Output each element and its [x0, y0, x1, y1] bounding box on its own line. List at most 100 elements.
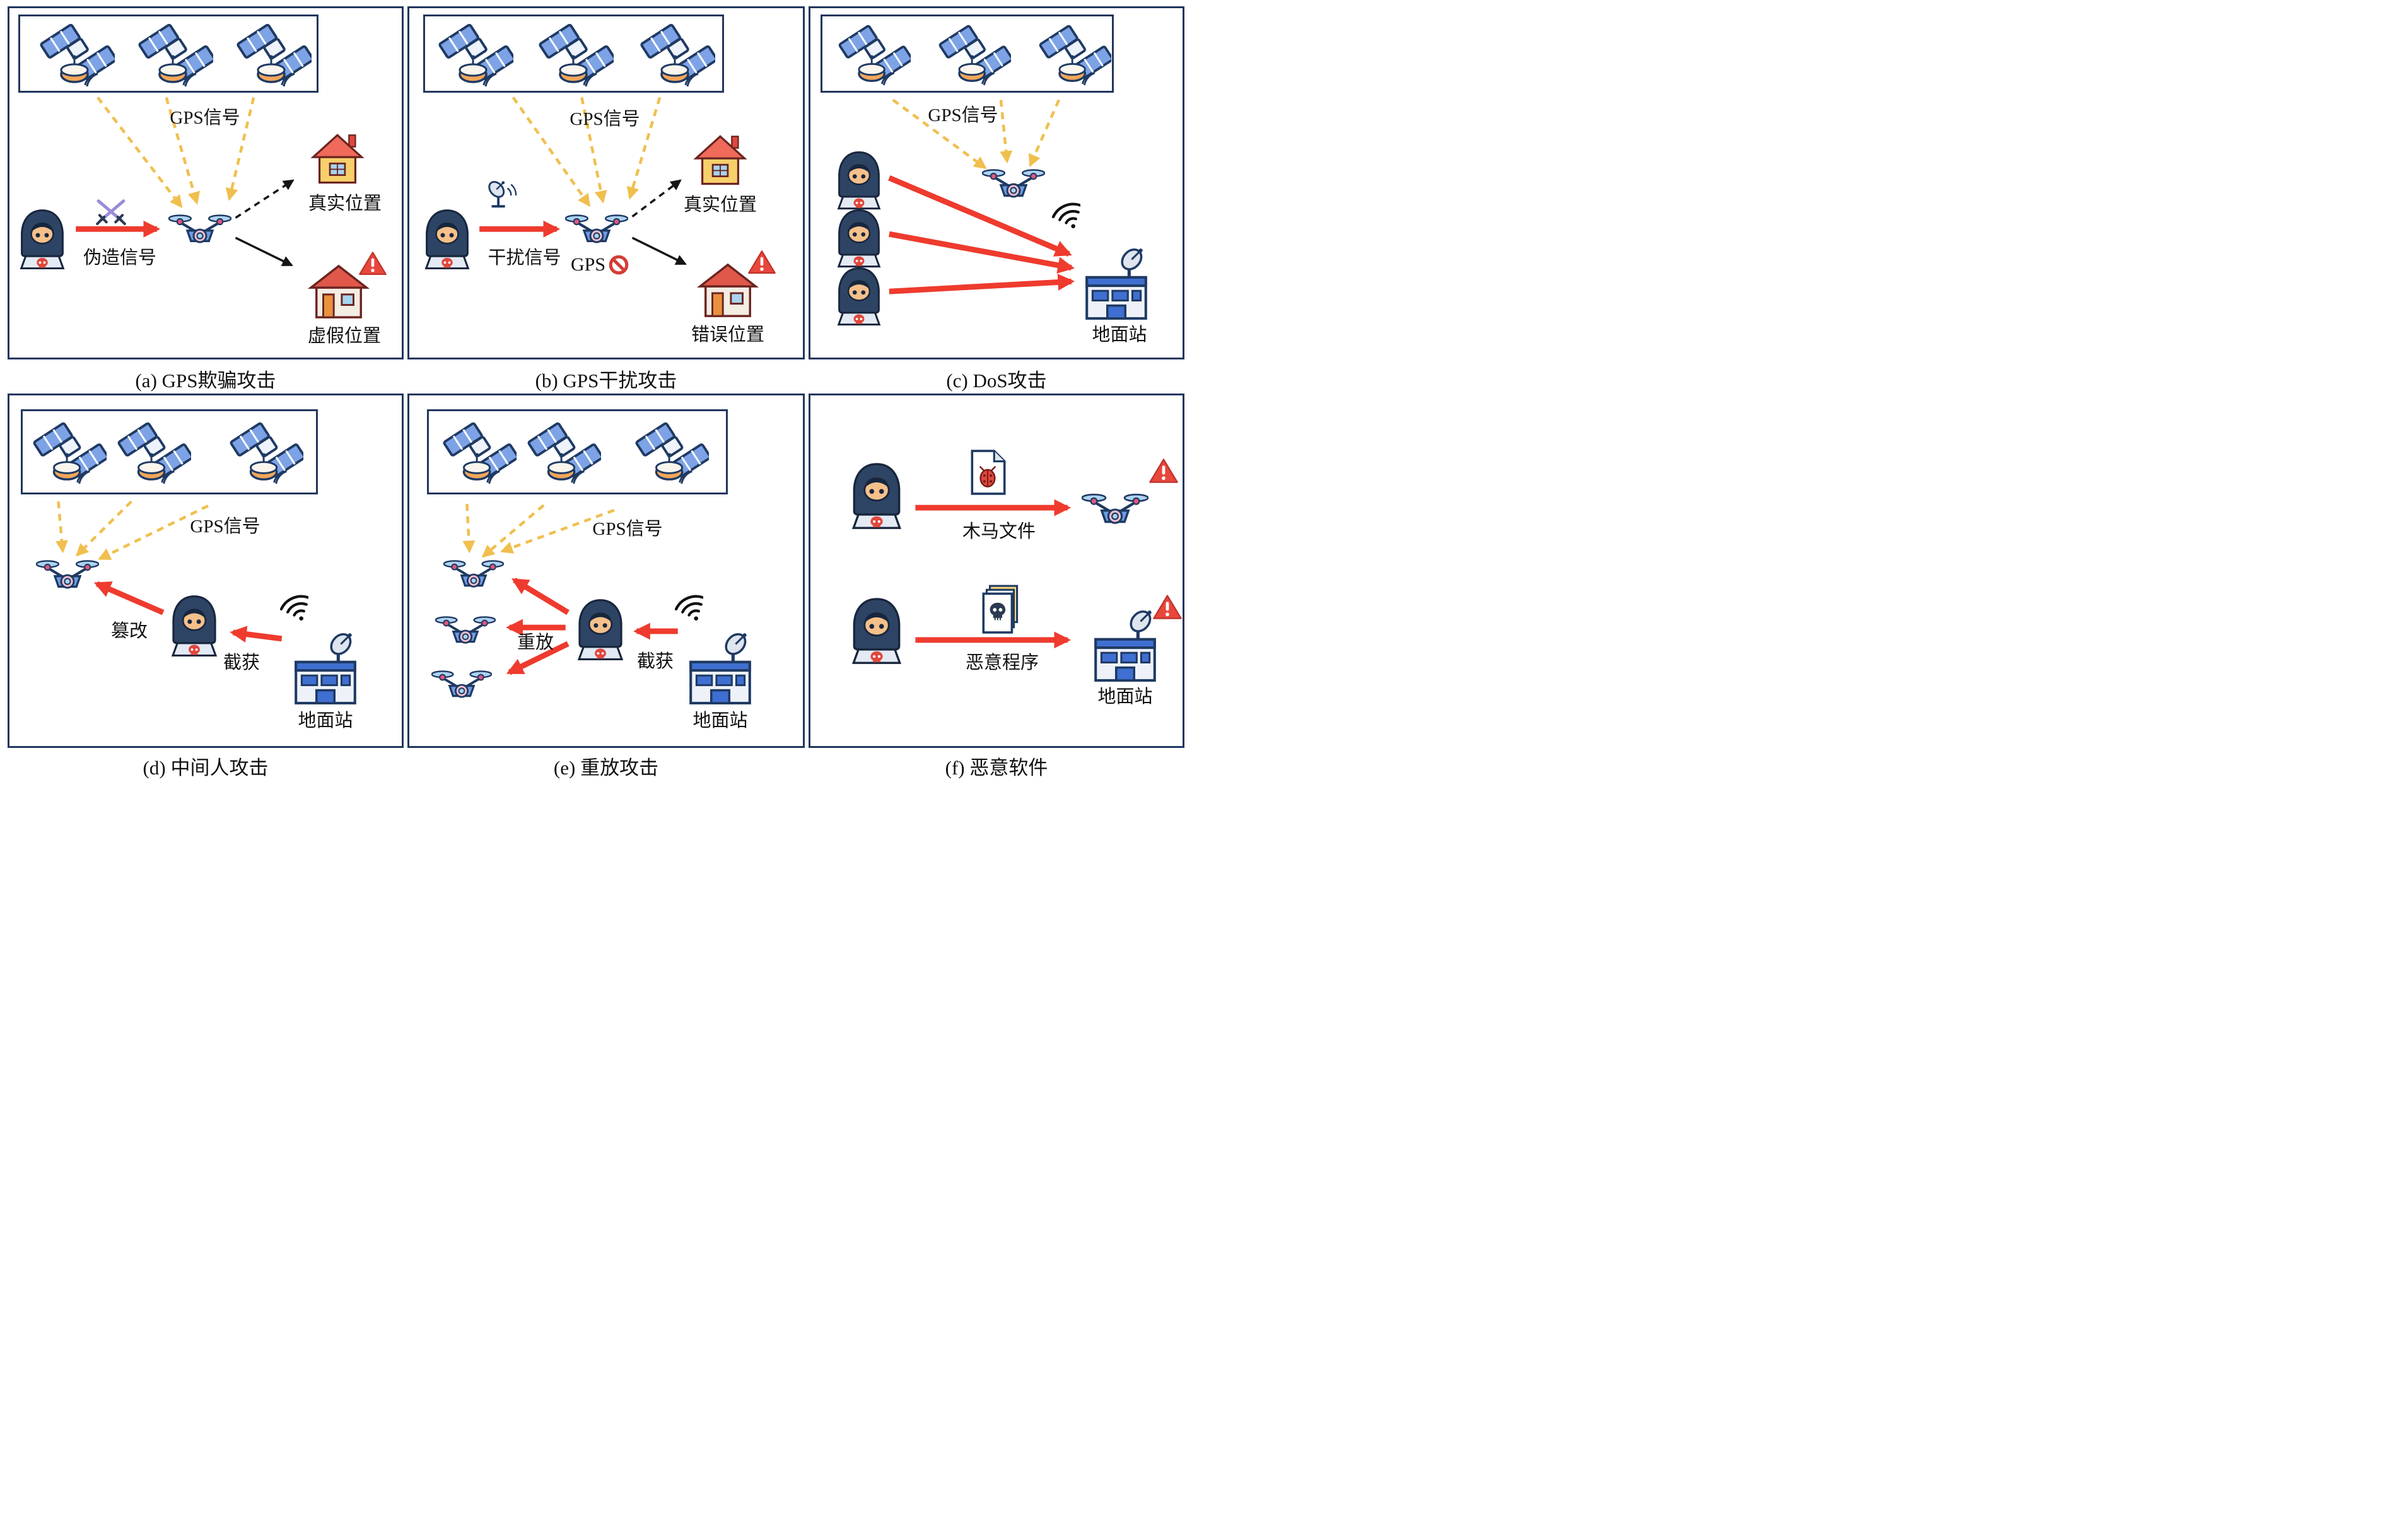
ground-station-icon: [1080, 245, 1152, 321]
panel-e-arrows: [462, 504, 678, 675]
gps-signal-arrow: [999, 100, 1013, 164]
malware-program-label: 恶意程序: [965, 653, 1039, 673]
trojan-file-icon: [968, 448, 1007, 496]
true-path-arrow: [235, 179, 295, 219]
gps-signal-arrow: [165, 96, 201, 205]
satellite-icon: [236, 21, 312, 87]
warning-icon: [1148, 457, 1179, 485]
satellite-icon: [32, 420, 107, 484]
caption-malware: (f) 恶意软件: [945, 757, 1048, 779]
ground-station-label: 地面站: [298, 711, 353, 731]
wifi-icon: [660, 586, 703, 622]
ground-station-label: 地面站: [692, 711, 748, 731]
fake-location-label: 虚假位置: [307, 326, 381, 346]
hacker-icon: [832, 209, 886, 269]
wrong-location-label: 错误位置: [691, 325, 764, 345]
dos-attack-arrow: [889, 231, 1075, 274]
gps-signal-arrow: [462, 504, 476, 554]
panel-a-arrows: [76, 96, 295, 267]
replay-arrow: [511, 578, 570, 615]
hacker-icon: [166, 595, 223, 658]
gps-signal-arrow: [481, 504, 545, 558]
intercept-label: 截获: [223, 653, 260, 673]
ground-station-label: 地面站: [1097, 687, 1153, 707]
hacker-icon: [832, 151, 886, 211]
true-house-icon: [691, 132, 749, 187]
dos-attack-arrow: [888, 175, 1072, 257]
crossed-swords-icon: [93, 197, 129, 225]
satellite-icon: [442, 420, 517, 484]
gps-signal-arrow: [96, 96, 183, 208]
gps-signal-arrow: [892, 98, 987, 170]
panel-gps-jamming: GPS信号 干扰信号 GPS 真实位置 错误位置: [407, 6, 805, 359]
spoof-signal-label: 伪造信号: [83, 248, 156, 268]
drone-icon: [443, 555, 504, 594]
intercept-arrow: [230, 626, 283, 643]
satellite-icon: [938, 23, 1011, 86]
gps-signal-arrow: [580, 97, 607, 204]
wifi-icon: [1037, 194, 1080, 230]
true-location-label: 真实位置: [308, 194, 382, 214]
caption-gps-jamming: (b) GPS干扰攻击: [535, 370, 677, 392]
ground-station-label: 地面站: [1092, 325, 1147, 345]
replay-arrow: [506, 641, 570, 675]
drone-icon: [982, 163, 1045, 205]
true-path-arrow: [631, 179, 682, 218]
satellite-icon: [527, 420, 601, 484]
panel-dos-attack: GPS信号 地面站: [809, 6, 1184, 359]
satellite-box: [21, 409, 318, 494]
hacker-icon: [832, 267, 886, 327]
gps-signal-arrow: [98, 505, 209, 561]
warning-icon: [358, 250, 387, 277]
panel-gps-spoofing: GPS信号 伪造信号 真实位置 虚假位置: [8, 6, 404, 359]
caption-dos-attack: (c) DoS攻击: [946, 370, 1047, 392]
malware-files-icon: [981, 583, 1022, 635]
gps-signal-arrow: [1029, 99, 1060, 168]
gps-signal-label: GPS信号: [170, 108, 240, 128]
panel-replay-attack: GPS信号 重放 截获 地面站: [407, 394, 805, 748]
satellite-icon: [538, 21, 614, 87]
wifi-icon: [266, 586, 308, 622]
true-location-label: 真实位置: [683, 195, 757, 215]
tamper-label: 篡改: [110, 621, 148, 641]
drone-icon: [36, 554, 99, 596]
warning-icon: [747, 249, 776, 276]
gps-signal-arrow: [225, 96, 255, 201]
dos-attack-arrow: [889, 274, 1075, 295]
gps-signal-label: GPS信号: [592, 519, 663, 539]
panel-malware: 木马文件 恶意程序 地面站: [809, 394, 1184, 748]
hacker-icon: [846, 597, 908, 665]
replay-label: 重放: [517, 633, 554, 653]
gps-signal-label: GPS信号: [190, 516, 260, 537]
drone-icon: [1082, 487, 1148, 532]
gps-signal-arrow: [626, 96, 662, 200]
satellite-icon: [137, 21, 213, 87]
satellite-icon: [117, 420, 191, 484]
ground-station-icon: [1089, 607, 1161, 683]
satellite-box: [423, 15, 724, 93]
radar-dish-icon: [482, 178, 518, 210]
ground-station-icon: [684, 630, 756, 706]
ground-station-icon: [289, 630, 361, 706]
satellite-icon: [39, 21, 115, 87]
drone-icon: [565, 209, 628, 250]
drone-icon: [435, 611, 496, 650]
satellite-icon: [1038, 23, 1111, 86]
panel-mitm-attack: GPS信号 篡改 截获 地面站: [8, 394, 404, 748]
panel-b-arrows: [479, 96, 687, 265]
satellite-icon: [438, 21, 513, 87]
hacker-icon: [15, 209, 70, 271]
gps-signal-label: GPS信号: [928, 105, 998, 125]
satellite-icon: [634, 420, 709, 484]
satellite-box: [821, 15, 1114, 93]
caption-gps-spoofing: (a) GPS欺骗攻击: [135, 370, 276, 392]
false-path-arrow: [235, 236, 293, 267]
gps-blocked-label: GPS: [571, 254, 629, 276]
gps-blocked-text: GPS: [571, 254, 606, 275]
satellite-box: [427, 409, 728, 494]
warning-icon: [1152, 593, 1183, 621]
intercept-label: 截获: [636, 651, 674, 672]
satellite-icon: [838, 23, 911, 86]
satellite-icon: [229, 420, 303, 484]
true-house-icon: [308, 131, 366, 186]
